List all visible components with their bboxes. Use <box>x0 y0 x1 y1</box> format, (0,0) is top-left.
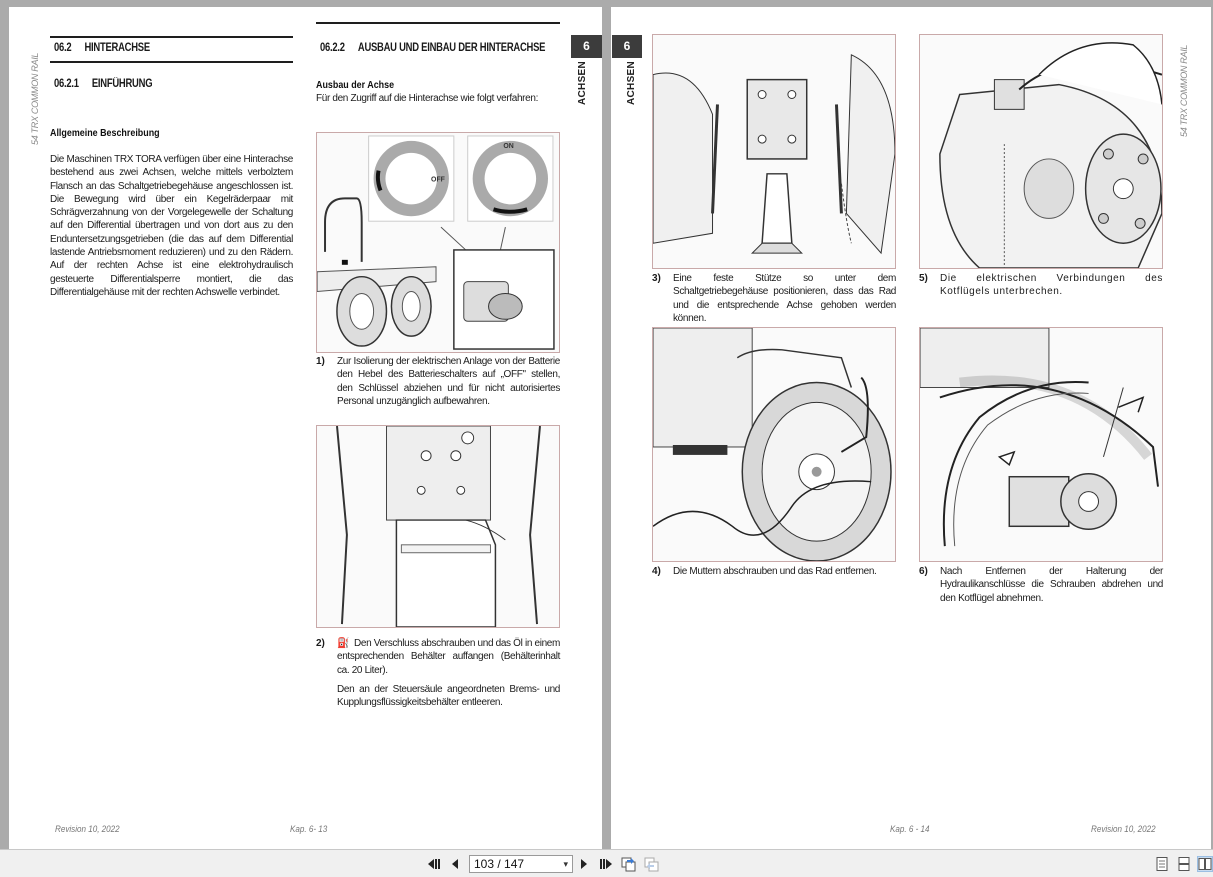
next-page-button[interactable] <box>576 856 592 872</box>
step-number: 4) <box>652 566 661 577</box>
single-page-icon <box>1156 857 1168 871</box>
next-view-icon <box>644 857 659 872</box>
section2-number: 06.2.2 <box>320 42 345 54</box>
page-number-select[interactable]: 103 / 147 ▾ <box>469 855 573 873</box>
section-rule-top <box>50 36 293 38</box>
step-number: 3) <box>652 273 661 284</box>
step-number: 5) <box>919 273 928 284</box>
battery-switch-illustration: OFF ON <box>317 135 555 350</box>
oil-drain-illustration <box>336 426 541 627</box>
navigation-toolbar: 103 / 147 ▾ <box>0 849 1213 877</box>
step-3: 3) Eine feste Stütze so unter dem Schalt… <box>652 272 896 324</box>
last-page-icon <box>600 859 612 869</box>
figure-oil-drain <box>316 425 560 628</box>
svg-text:ON: ON <box>503 143 513 150</box>
continuous-view-button[interactable] <box>1176 856 1192 872</box>
step-text: Eine feste Stütze so unter dem Schaltget… <box>673 273 896 324</box>
side-label-left: 54 TRX COMMON RAIL <box>30 52 40 145</box>
two-page-icon <box>1198 858 1212 870</box>
section-title: 06.2 HINTERACHSE <box>54 42 150 54</box>
figure-battery-switch: OFF ON <box>316 132 560 353</box>
last-page-button[interactable] <box>598 856 614 872</box>
wheel-removal-illustration <box>653 328 892 561</box>
subsection-name: EINFÜHRUNG <box>91 78 153 90</box>
step-text: Die elektrischen Verbindungen des Kotflü… <box>940 273 1163 298</box>
page-left: 54 TRX COMMON RAIL 06.2 HINTERACHSE 06.2.… <box>9 7 602 849</box>
step-6: 6) Nach Entfernen der Halterung der Hydr… <box>919 565 1163 604</box>
side-label-right: 54 TRX COMMON RAIL <box>1179 44 1189 137</box>
figure-fender-removal <box>919 327 1163 562</box>
step-2: 2) Den Verschluss abschrauben und das Öl… <box>316 637 560 717</box>
step-text: Nach Entfernen der Halterung der Hydraul… <box>940 566 1163 604</box>
section2-rule <box>316 22 560 24</box>
document-viewport[interactable]: 54 TRX COMMON RAIL 06.2 HINTERACHSE 06.2.… <box>0 0 1213 849</box>
section2-title: 06.2.2 AUSBAU UND EINBAU DER HINTERACHSE <box>320 42 545 54</box>
footer-revision: Revision 10, 2022 <box>55 824 120 835</box>
dropdown-arrow-icon: ▾ <box>563 859 568 869</box>
step-text-2: Den an der Steuersäule angeordneten Brem… <box>337 684 560 709</box>
step-number: 6) <box>919 566 928 577</box>
step-5: 5) Die elektrischen Verbindungen des Kot… <box>919 272 1163 302</box>
previous-view-icon <box>621 857 636 872</box>
chapter-tab-number: 6 <box>612 35 642 58</box>
first-page-button[interactable] <box>426 856 442 872</box>
next-view-button[interactable] <box>644 856 660 872</box>
page-number-value: 103 / 147 <box>474 857 525 871</box>
figure-electrical-connections <box>919 34 1163 269</box>
step-4: 4) Die Muttern abschrauben und das Rad e… <box>652 565 896 581</box>
footer-page-number: Kap. 6 - 14 <box>890 824 930 835</box>
page-right: 6 ACHSEN 54 TRX COMMON RAIL 3) Eine <box>611 7 1211 849</box>
step-text: Die Muttern abschrauben und das Rad entf… <box>673 566 877 577</box>
general-description-text: Die Maschinen TRX TORA verfügen über ein… <box>50 154 293 298</box>
oil-drain-icon: ⛽ <box>337 638 350 649</box>
chapter-tab-number: 6 <box>571 35 602 58</box>
support-stand-illustration <box>653 54 895 255</box>
single-page-view-button[interactable] <box>1154 856 1170 872</box>
previous-page-button[interactable] <box>447 856 463 872</box>
step-number: 1) <box>316 356 325 367</box>
section-number: 06.2 <box>54 42 72 54</box>
subsection-title: 06.2.1 EINFÜHRUNG <box>54 78 153 90</box>
svg-text:OFF: OFF <box>431 177 445 184</box>
fender-removal-illustration <box>920 328 1159 547</box>
step-text: Den Verschluss abschrauben und das Öl in… <box>337 638 560 676</box>
subsection-number: 06.2.1 <box>54 78 79 90</box>
electrical-connections-illustration <box>939 42 1162 268</box>
step-1: 1) Zur Isolierung der elektrischen Anlag… <box>316 355 560 411</box>
subheading-general-description: Allgemeine Beschreibung <box>50 127 160 139</box>
subheading-axle-removal: Ausbau der Achse <box>316 79 395 91</box>
chapter-tab-label: ACHSEN <box>577 60 588 105</box>
next-page-icon <box>581 859 587 869</box>
chapter-tab-label: ACHSEN <box>626 60 637 105</box>
footer-revision: Revision 10, 2022 <box>1091 824 1156 835</box>
first-page-icon <box>428 859 440 869</box>
intro-text: Für den Zugriff auf die Hinterachse wie … <box>316 93 539 104</box>
section2-name: AUSBAU UND EINBAU DER HINTERACHSE <box>357 42 546 54</box>
step-number: 2) <box>316 638 325 649</box>
footer-page-number: Kap. 6- 13 <box>290 824 328 835</box>
two-page-view-button[interactable] <box>1197 856 1213 872</box>
figure-wheel-removal <box>652 327 896 562</box>
section-rule-bottom <box>50 61 293 63</box>
step-text: Zur Isolierung der elektrischen Anlage v… <box>337 356 560 407</box>
previous-page-icon <box>452 859 458 869</box>
figure-support-stand <box>652 34 896 269</box>
previous-view-button[interactable] <box>621 856 637 872</box>
section-name: HINTERACHSE <box>84 42 150 54</box>
continuous-page-icon <box>1178 857 1190 871</box>
